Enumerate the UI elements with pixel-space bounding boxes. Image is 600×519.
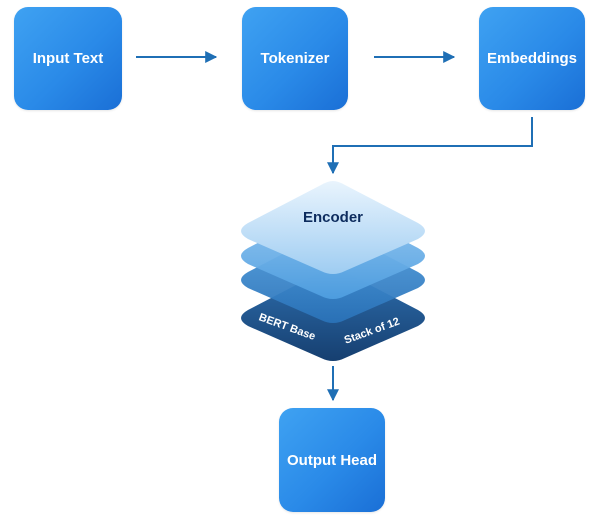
arrow-embeddings-to-encoder [327, 117, 533, 175]
tokenizer-label: Tokenizer [260, 50, 330, 67]
encoder-stack: Encoder BERT Base Stack of 12 [241, 181, 425, 361]
embeddings-label: Embeddings [486, 50, 577, 67]
encoder-layer-1 [241, 181, 425, 274]
output-head-node: Output Head [279, 408, 385, 512]
embeddings-node: Embeddings [479, 7, 585, 110]
output-head-label: Output Head [287, 451, 377, 469]
input-text-label: Input Text [32, 50, 104, 67]
input-text-node: Input Text [14, 7, 122, 110]
encoder-title: Encoder [303, 209, 363, 226]
tokenizer-node: Tokenizer [242, 7, 348, 110]
